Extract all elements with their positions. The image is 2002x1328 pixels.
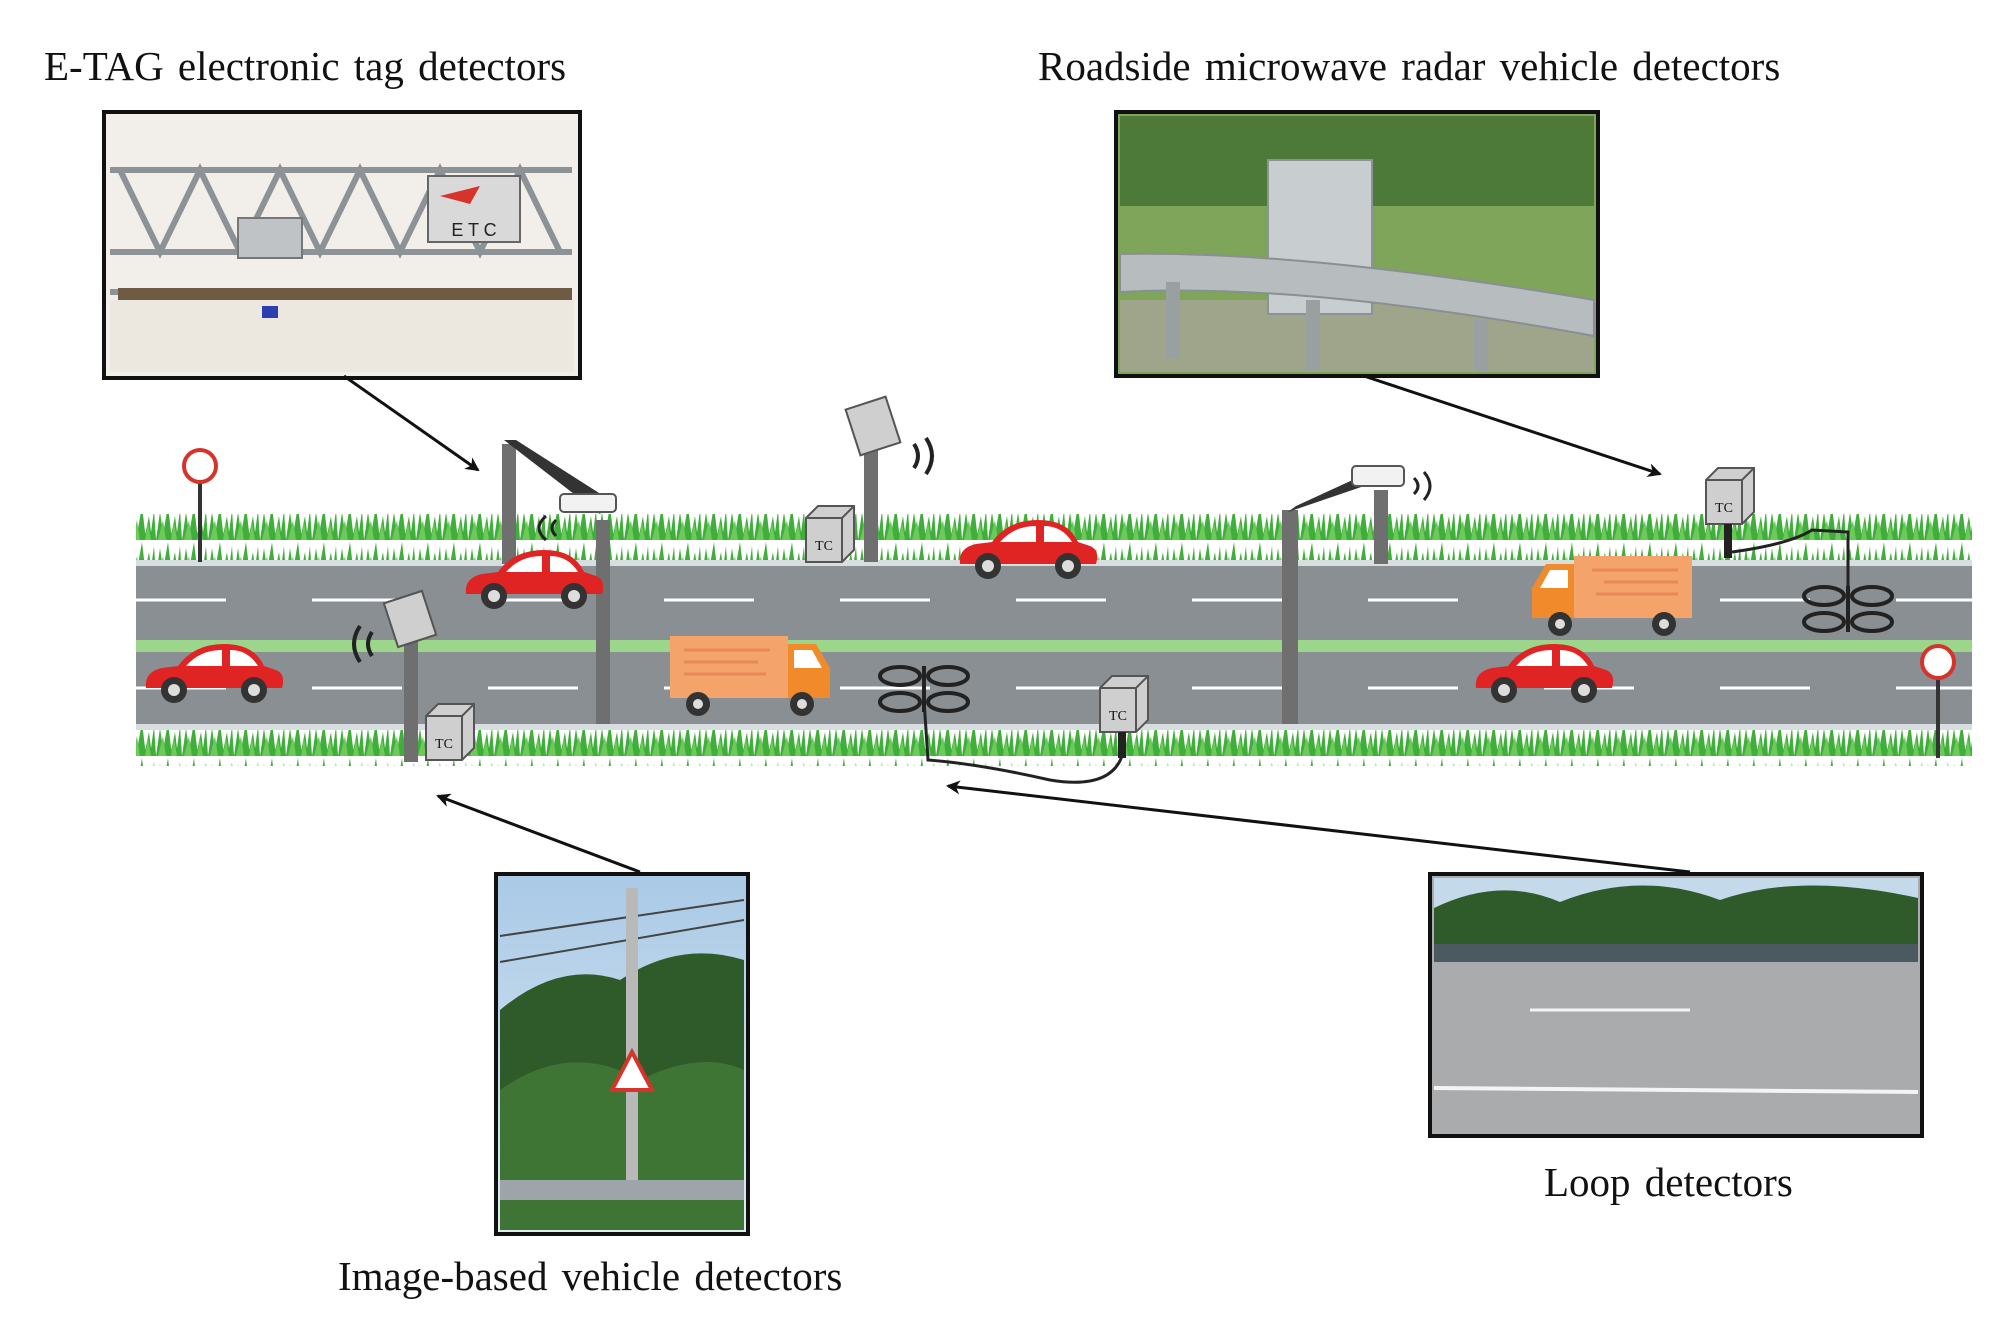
arrow-loop: [946, 780, 1691, 874]
etag-gantry: [502, 440, 617, 724]
tc-label-bottom-left: TC: [435, 737, 453, 752]
tc-loop-bottom-middle: [878, 664, 1149, 784]
speed-sign-right: [1920, 644, 1956, 758]
photo-roadside-radar: [1114, 110, 1600, 378]
etc-box: E T C: [427, 175, 521, 243]
photo-etag-gantry: E T C: [102, 110, 582, 380]
speed-sign-left: [182, 448, 218, 562]
photo-loop-road: [1428, 872, 1924, 1138]
tc-label-bottom-middle: TC: [1109, 709, 1127, 724]
camera-pole-middle: [1282, 465, 1432, 724]
arrow-etag: [343, 374, 480, 472]
label-radar-detectors: Roadside microwave radar vehicle detecto…: [1038, 43, 1781, 89]
radar-top: [805, 395, 934, 563]
tc-loop-top-right: [1705, 467, 1894, 634]
arrow-image-based: [436, 793, 641, 874]
label-etag-detectors: E-TAG electronic tag detectors: [44, 43, 567, 89]
label-image-based-detectors: Image-based vehicle detectors: [338, 1253, 843, 1299]
label-loop-detectors: Loop detectors: [1544, 1159, 1793, 1205]
arrow-radar: [1363, 374, 1662, 477]
tc-label-top-middle: TC: [815, 539, 833, 554]
etc-box-text: E T C: [451, 220, 496, 240]
radar-bottom: [352, 589, 475, 762]
photo-image-based-pole: [494, 872, 750, 1236]
tc-label-top-right: TC: [1715, 501, 1733, 516]
